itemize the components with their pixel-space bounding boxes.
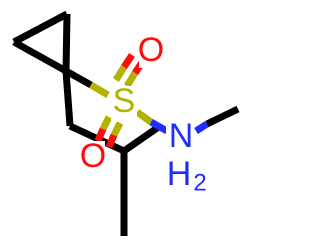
oxygen-bottom-label-bg: [81, 141, 105, 175]
hydrogen-label-bg: [165, 158, 207, 192]
oxygen-top-label-bg: [139, 36, 163, 68]
sulfur-oxygen-top-bond-d: [121, 53, 135, 69]
nitrogen-methyl-bond-nitrogen: [194, 121, 209, 134]
sulfur-nitrogen-bond-sulfur: [134, 109, 154, 125]
ch-to-nitrogen-bond: [122, 123, 162, 154]
sulfur-oxygen-top-bond-c: [113, 65, 127, 82]
carbon-chain-bond: [62, 70, 74, 127]
sulfur-oxygen-top-bond-a: [124, 71, 138, 88]
sulfur-oxygen-bottom-bond-d: [105, 133, 118, 149]
carbon-sulfur-bond-carbon: [64, 67, 93, 89]
oxygen-top-label: O: [138, 31, 164, 69]
sulfur-oxygen-bottom-bond-a: [99, 115, 113, 131]
sulfur-oxygen-bottom-bond-c: [110, 121, 124, 137]
molecule-structure: O S O N H 2: [12, 10, 240, 236]
nitrogen-methyl-bond-carbon: [205, 105, 240, 128]
hydrogen-label: H: [167, 155, 192, 193]
carbon-sulfur-bond-sulfur: [89, 81, 110, 99]
nitrogen-label: N: [169, 117, 194, 155]
sulfur-oxygen-bottom-bond-b: [94, 127, 107, 143]
nitrogen-label-bg: [166, 121, 194, 155]
sulfur-label-bg: [111, 86, 137, 120]
sulfur-label: S: [113, 82, 136, 120]
ring-bond-left: [12, 38, 68, 75]
ring-bond-top: [12, 10, 69, 46]
molecule-canvas: O S O N H 2: [12, 10, 240, 236]
hydrogen-count-label: 2: [193, 169, 206, 196]
oxygen-bottom-label: O: [80, 137, 106, 175]
sulfur-nitrogen-bond-nitrogen: [149, 118, 169, 135]
ring-bond-right: [62, 13, 71, 72]
